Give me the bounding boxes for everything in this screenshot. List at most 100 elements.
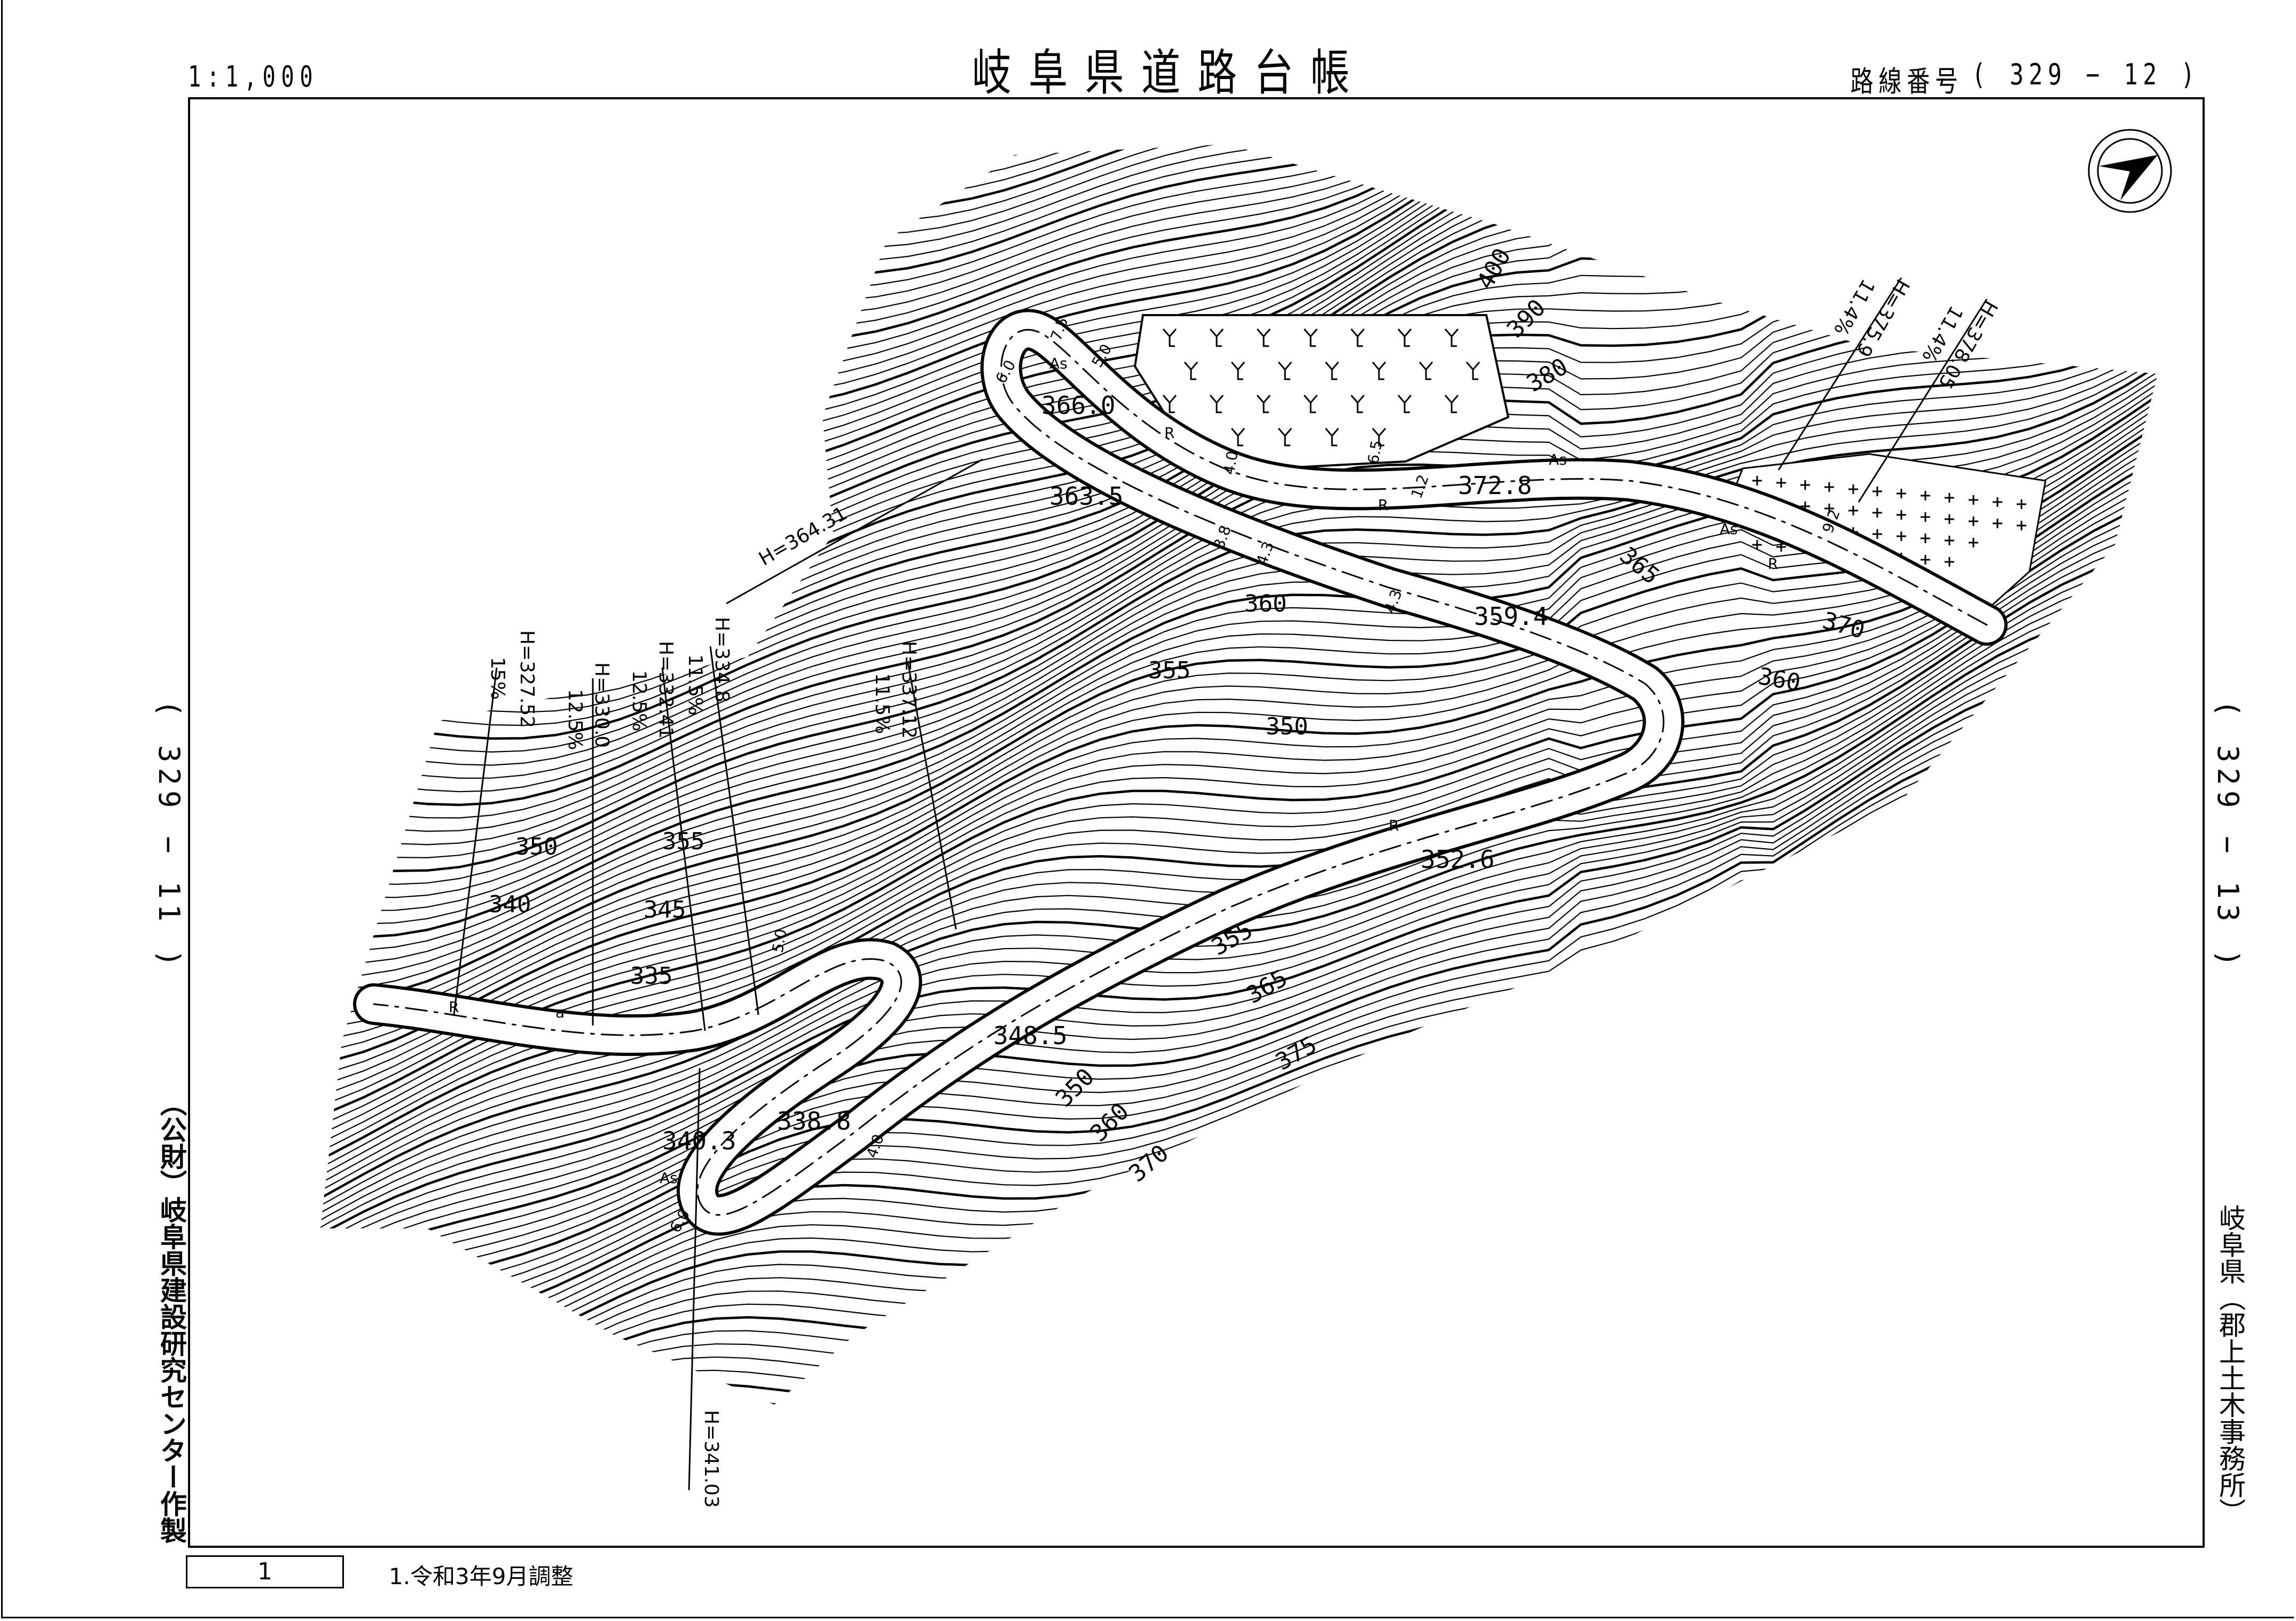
orchard-symbol xyxy=(1897,531,1906,541)
orchard-symbol xyxy=(1993,497,2002,507)
surface-label: R xyxy=(1389,817,1399,834)
grass-symbol xyxy=(1303,328,1318,347)
contour-line xyxy=(267,1438,2190,1442)
station-line xyxy=(688,1068,701,1491)
orchard-symbol xyxy=(1848,484,1858,494)
surface-label: As xyxy=(660,1169,678,1187)
contour-line xyxy=(320,452,2158,1083)
station-line xyxy=(1777,277,1902,471)
grade-percent: 12.5% xyxy=(564,689,586,750)
contour-line xyxy=(320,1231,2158,1405)
grade-height: H=337.12 xyxy=(898,641,920,739)
contour-line xyxy=(320,1104,2158,1405)
north-arrow-icon xyxy=(2088,129,2172,213)
contour-line xyxy=(320,743,2158,1309)
grass-symbols xyxy=(1162,328,1480,447)
contour-line xyxy=(267,1409,2190,1442)
orchard-symbol xyxy=(1945,514,1954,524)
contour-line xyxy=(267,134,2190,143)
contour-line xyxy=(320,924,2158,1405)
contour-line xyxy=(320,1401,2158,1405)
contour-label: 365 xyxy=(1242,965,1292,1009)
sheet-number-box: 1 xyxy=(186,1555,344,1588)
grade-height: H=341.03 xyxy=(700,1410,722,1508)
grass-symbol xyxy=(1278,362,1292,380)
contour-line xyxy=(320,643,2158,1251)
contour-line xyxy=(320,1243,2158,1405)
contour-line xyxy=(267,134,2190,135)
contour-line xyxy=(320,719,2158,1294)
contour-line xyxy=(320,706,2158,1287)
grass-symbol xyxy=(1466,362,1480,380)
station-line xyxy=(726,458,983,605)
contour-label: 350 xyxy=(515,833,558,860)
grass-symbol xyxy=(1278,428,1292,447)
contour-line xyxy=(320,436,2158,1057)
contour-line xyxy=(320,780,2158,1330)
spot-elevation: 359.4 xyxy=(1474,602,1548,631)
contour-line xyxy=(320,461,2158,1095)
station-line xyxy=(907,662,957,930)
contour-line xyxy=(320,144,2158,294)
adjacent-sheet-right[interactable]: ( 329 − 13 ) xyxy=(2211,700,2245,973)
grade-height: H=332.41 xyxy=(655,641,677,739)
contour-line xyxy=(320,756,2158,1315)
orchard-symbol xyxy=(1897,489,1906,498)
orchard-symbol xyxy=(1921,534,1930,543)
contour-line xyxy=(320,667,2158,1266)
contour-line xyxy=(320,617,2158,1235)
surface-label: R xyxy=(449,998,459,1016)
adjacent-sheet-left[interactable]: ( 329 − 11 ) xyxy=(152,700,186,973)
contour-line xyxy=(320,1309,2158,1405)
grass-symbol xyxy=(1184,362,1198,380)
contour-line xyxy=(320,1220,2158,1405)
route-number: 路線番号 ( 329 − 12 ) xyxy=(1850,58,2200,100)
orchard-symbol xyxy=(1969,516,1978,526)
contour-line xyxy=(320,1329,2158,1405)
contour-line xyxy=(320,144,2158,229)
grass-symbol xyxy=(1162,328,1177,347)
contour-label: 375 xyxy=(1271,1031,1321,1076)
surface-label: a xyxy=(555,1004,565,1021)
contour-line xyxy=(320,1266,2158,1405)
contour-line xyxy=(320,144,2158,177)
grass-symbol xyxy=(1325,428,1339,447)
route-label: 路線番号 xyxy=(1850,65,1963,98)
contour-line xyxy=(320,985,2158,1405)
contour-line xyxy=(320,144,2158,186)
orchard-symbol xyxy=(2017,521,2026,530)
contour-line xyxy=(320,604,2158,1228)
contour-line xyxy=(320,300,2158,779)
contour-line xyxy=(320,1059,2158,1405)
grass-symbol xyxy=(1325,362,1339,380)
contour-line xyxy=(320,1027,2158,1405)
orchard-symbol xyxy=(2017,499,2026,509)
contour-label: 360 xyxy=(1244,590,1287,617)
contour-line xyxy=(320,471,2158,1107)
grass-symbol xyxy=(1231,428,1245,447)
contour-line xyxy=(320,343,2158,872)
contour-label: 360 xyxy=(1756,663,1803,697)
contour-line xyxy=(320,490,2158,1131)
contour-line xyxy=(320,1082,2158,1405)
orchard-symbol xyxy=(1945,557,1954,567)
orchard-symbol xyxy=(1872,508,1882,518)
office-credit: 岐阜県（郡上土木事務所） xyxy=(2215,1204,2246,1525)
orchard-symbol xyxy=(1945,493,1954,503)
grass-symbol xyxy=(1303,395,1318,413)
route-number-value: ( 329 − 12 ) xyxy=(1971,58,2200,91)
contour-label: 380 xyxy=(1522,353,1572,398)
contour-line xyxy=(320,568,2158,1201)
contour-label: 365 xyxy=(1615,542,1665,590)
grass-symbol xyxy=(1350,328,1365,347)
vegetation-area xyxy=(1133,314,1510,470)
spot-elevation: 352.6 xyxy=(1421,845,1494,874)
contour-line xyxy=(320,144,2158,343)
orchard-symbol xyxy=(1921,555,1930,565)
contour-line xyxy=(320,1349,2158,1405)
grass-symbol xyxy=(1256,328,1271,347)
contour-line xyxy=(320,1358,2158,1405)
contour-line xyxy=(320,892,2158,1405)
